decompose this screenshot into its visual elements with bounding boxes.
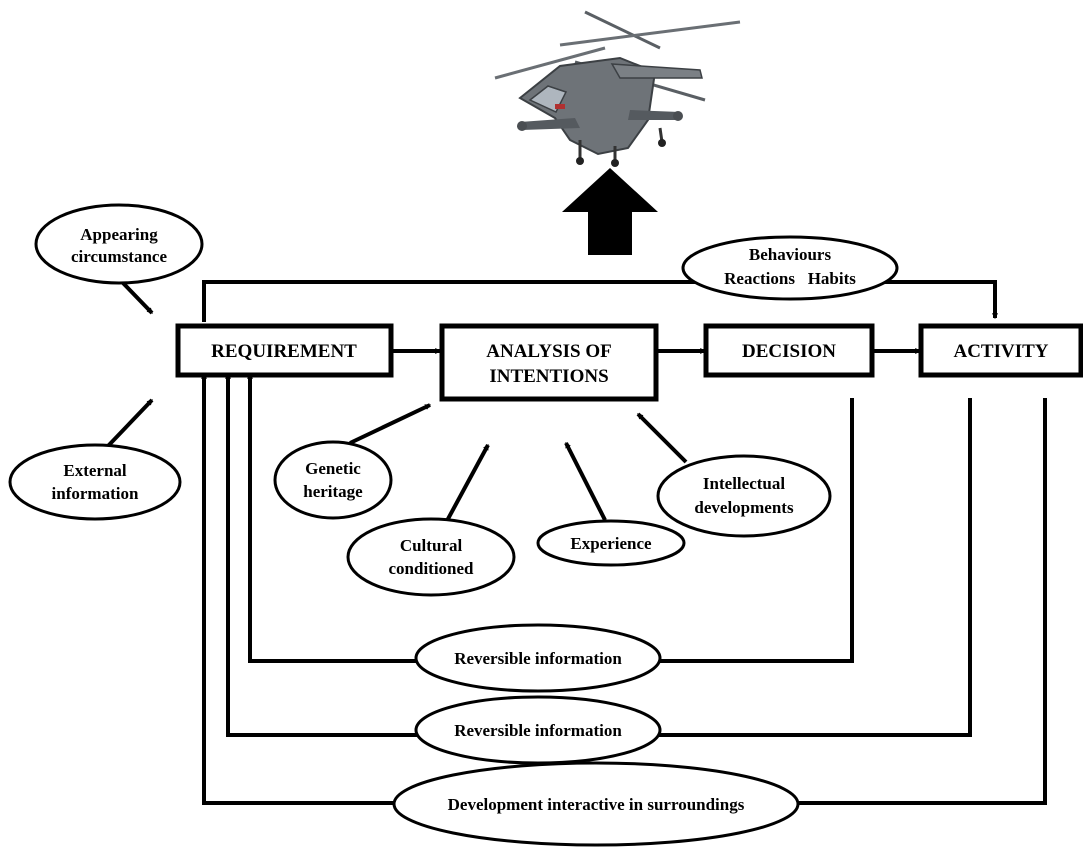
svg-text:Development interactive in sur: Development interactive in surroundings [448,795,745,814]
behaviours-reactions-habits-node: Behaviours Reactions Habits [681,235,899,301]
analysis-label-line2: INTENTIONS [489,366,608,387]
reversible-information-node-1: Reversible information [414,623,662,693]
helicopter-illustration [494,10,741,167]
svg-text:circumstance: circumstance [71,247,167,266]
svg-text:Experience: Experience [570,534,652,553]
external-information-node: External information [8,443,182,521]
svg-text:information: information [52,484,139,503]
intellectual-developments-node: Intellectual developments [656,454,832,538]
arrow-appearing [121,281,154,315]
analysis-box: ANALYSIS OF INTENTIONS [439,323,659,402]
svg-text:Genetic: Genetic [305,459,361,478]
arrow-cultural [440,443,490,531]
requirement-label: REQUIREMENT [211,341,357,362]
decision-box: DECISION [703,323,875,378]
svg-text:External: External [63,461,127,480]
decision-label: DECISION [742,341,836,362]
habit-loop-connector [202,280,998,322]
svg-text:conditioned: conditioned [388,559,474,578]
svg-text:Cultural: Cultural [400,536,463,555]
appearing-circumstance-node: Appearing circumstance [34,203,204,285]
upward-arrow-icon [562,168,658,255]
requirement-box: REQUIREMENT [175,323,394,378]
svg-text:Behaviours: Behaviours [749,245,832,264]
arrow-genetic [349,403,432,445]
development-interactive-node: Development interactive in surroundings [392,761,800,847]
arrow-external [106,398,154,448]
activity-label: ACTIVITY [953,341,1048,362]
analysis-label-line1: ANALYSIS OF [486,341,611,362]
activity-box: ACTIVITY [918,323,1083,378]
helicopter-body [518,56,657,156]
cultural-conditioned-node: Cultural conditioned [346,517,516,597]
arrow-experience [564,441,607,521]
svg-text:developments: developments [694,498,794,517]
arrow-intellectual [636,412,688,464]
reversible-information-node-2: Reversible information [414,695,662,765]
svg-text:Reactions Habits: Reactions Habits [724,269,856,288]
svg-text:Reversible information: Reversible information [454,721,622,740]
genetic-heritage-node: Genetic heritage [273,440,393,520]
experience-node: Experience [536,519,686,567]
svg-text:Intellectual: Intellectual [703,474,785,493]
svg-text:Appearing: Appearing [80,225,158,244]
svg-text:heritage: heritage [303,482,363,501]
svg-text:Reversible information: Reversible information [454,649,622,668]
